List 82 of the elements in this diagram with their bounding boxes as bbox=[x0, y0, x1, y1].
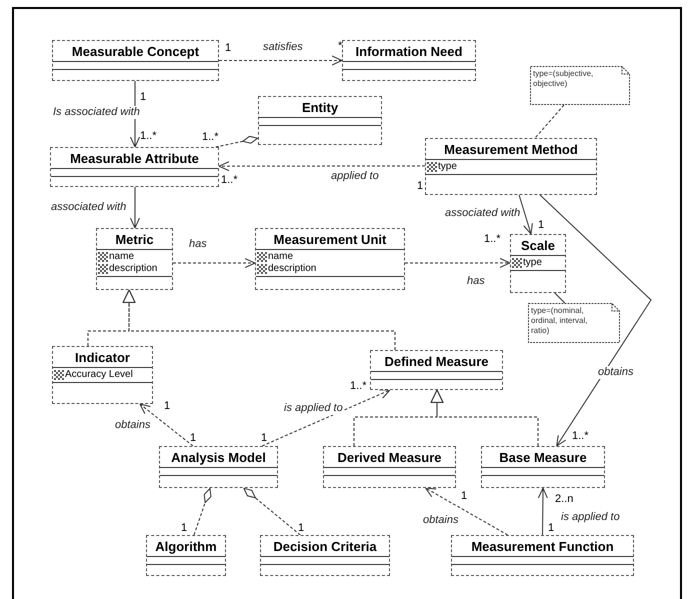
arrow bbox=[218, 56, 342, 66]
class-box bbox=[96, 228, 173, 290]
multiplicity-label: 1 bbox=[417, 180, 424, 193]
attribute-name: name bbox=[268, 251, 294, 263]
edge-label: Is associated with bbox=[52, 106, 141, 119]
class-name: Measurable Concept bbox=[72, 44, 200, 58]
arrow bbox=[218, 161, 426, 172]
attribute-name: name bbox=[109, 251, 134, 263]
class-box bbox=[451, 535, 634, 576]
multiplicity-label: 1..* bbox=[350, 380, 367, 393]
multiplicity-label: 1 bbox=[164, 400, 170, 413]
edge-label: applied to bbox=[330, 170, 380, 183]
multiplicity-label: 1..* bbox=[572, 430, 589, 443]
class-name: Scale bbox=[521, 238, 555, 252]
class-name: Metric bbox=[115, 232, 154, 246]
class-name: Measurable Attribute bbox=[70, 150, 199, 166]
arrow bbox=[430, 389, 539, 446]
multiplicity-label: * bbox=[338, 40, 342, 53]
multiplicity-label: 1 bbox=[461, 490, 468, 503]
class-name: Algorithm bbox=[155, 538, 217, 554]
arrow bbox=[262, 389, 390, 446]
class-name: Analysis Model bbox=[171, 450, 266, 464]
class-name: Derived Measure bbox=[337, 450, 442, 464]
class-box bbox=[255, 228, 405, 290]
multiplicity-label: 1..* bbox=[140, 130, 157, 143]
multiplicity-label: 1 bbox=[548, 522, 554, 535]
arrow bbox=[139, 404, 194, 446]
class-box bbox=[481, 446, 605, 488]
note-text: type=(nominal, ordinal, interval, ratio) bbox=[531, 306, 588, 336]
multiplicity-label: 1..* bbox=[202, 131, 219, 144]
class-name: Information Need bbox=[356, 44, 462, 58]
multiplicity-label: 1 bbox=[538, 219, 544, 232]
edge-label: is applied to bbox=[560, 511, 621, 524]
class-box bbox=[510, 234, 566, 293]
attribute-name: type bbox=[438, 161, 457, 173]
arrow bbox=[538, 488, 548, 536]
arrow bbox=[424, 488, 508, 536]
class-name: Decision Criteria bbox=[273, 538, 377, 554]
multiplicity-label: 1..* bbox=[484, 233, 501, 246]
arrow bbox=[404, 258, 510, 268]
connector-line bbox=[554, 292, 566, 304]
class-name: Defined Measure bbox=[384, 354, 489, 368]
multiplicity-label: 1 bbox=[190, 432, 196, 445]
attribute-name: type bbox=[523, 257, 542, 269]
arrow bbox=[518, 194, 533, 234]
multiplicity-label: 1 bbox=[298, 522, 304, 535]
attribute-name: Accuracy Level bbox=[65, 369, 133, 381]
class-box bbox=[159, 446, 278, 488]
class-name: Indicator bbox=[75, 350, 130, 364]
class-box bbox=[52, 346, 153, 404]
class-name: Entity bbox=[302, 100, 338, 114]
class-box bbox=[342, 40, 476, 81]
class-box bbox=[146, 535, 226, 576]
multiplicity-label: 1 bbox=[261, 432, 268, 445]
class-box bbox=[258, 96, 382, 145]
note bbox=[530, 66, 630, 105]
multiplicity-label: 1 bbox=[181, 522, 188, 535]
edge-label: obtains bbox=[597, 366, 634, 379]
edge-label: is applied to bbox=[283, 402, 344, 415]
multiplicity-label: 1 bbox=[140, 91, 146, 104]
note-text: type=(subjective, objective) bbox=[533, 69, 594, 89]
class-box bbox=[370, 350, 503, 390]
connector-line bbox=[534, 104, 564, 138]
class-box bbox=[323, 446, 456, 488]
arrow bbox=[122, 289, 396, 350]
class-name: Measurement Function bbox=[471, 538, 614, 554]
class-box bbox=[425, 138, 597, 195]
class-box bbox=[52, 40, 219, 81]
class-name: Measurement Unit bbox=[274, 232, 386, 246]
class-box bbox=[260, 535, 390, 576]
attribute-name: description bbox=[268, 263, 316, 275]
arrow bbox=[540, 194, 652, 446]
class-name: Measurement Method bbox=[444, 142, 578, 156]
arrow bbox=[130, 186, 140, 228]
multiplicity-label: 1..* bbox=[221, 174, 238, 187]
multiplicity-label: 1 bbox=[225, 42, 232, 55]
arrow bbox=[172, 258, 256, 268]
note bbox=[528, 303, 620, 343]
attribute-name: description bbox=[109, 263, 158, 275]
class-box bbox=[50, 147, 219, 187]
class-name: Base Measure bbox=[499, 450, 587, 464]
multiplicity-label: 2..n bbox=[555, 493, 574, 506]
